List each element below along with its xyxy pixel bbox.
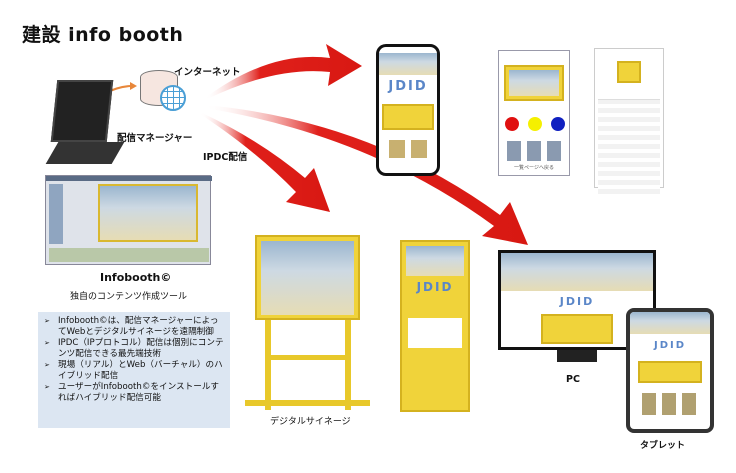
signage-label: デジタルサイネージ bbox=[270, 417, 351, 427]
back-to-list-link[interactable]: 一覧ページへ戻る bbox=[514, 165, 554, 171]
tablet-label: タブレット bbox=[640, 441, 686, 451]
phone-brand: JDID bbox=[388, 79, 428, 94]
feature-item: 現場（リアル）とWeb（バーチャル）のハイブリッド配信 bbox=[44, 360, 224, 382]
internet-label: インターネット bbox=[174, 67, 241, 78]
infobooth-tool-screenshot bbox=[45, 175, 212, 265]
tool-description: 独自のコンテンツ作成ツール bbox=[70, 292, 188, 302]
spec-sheet-preview bbox=[594, 48, 664, 194]
tablet: JDID bbox=[626, 308, 714, 433]
pc-brand: JDID bbox=[559, 295, 595, 308]
feature-item: ユーザーがInfobooth©をインストールすればハイブリッド配信可能 bbox=[44, 382, 224, 404]
globe-icon bbox=[160, 85, 186, 111]
tall-signage: JDID bbox=[400, 240, 470, 412]
tool-name: Infobooth© bbox=[100, 271, 172, 284]
ipdc-label: IPDC配信 bbox=[203, 152, 248, 163]
pc-label: PC bbox=[566, 374, 580, 385]
page-title: 建設 info booth bbox=[22, 24, 184, 46]
smartphone: JDID bbox=[376, 44, 440, 176]
feature-list: Infobooth©は、配信マネージャーによってWebとデジタルサイネージを遠隔… bbox=[38, 312, 230, 428]
feature-item: Infobooth©は、配信マネージャーによってWebとデジタルサイネージを遠隔… bbox=[44, 316, 224, 338]
arrow-to-signage bbox=[200, 112, 330, 212]
signage-brand: JDID bbox=[416, 280, 454, 294]
laptop-icon bbox=[42, 80, 125, 168]
delivery-manager-label: 配信マネージャー bbox=[117, 133, 193, 144]
digital-signage-stand bbox=[245, 235, 370, 415]
arrow-to-pc bbox=[205, 105, 528, 245]
arrow-to-phone bbox=[205, 44, 362, 100]
tablet-brand: JDID bbox=[653, 340, 687, 351]
feature-item: IPDC（IPプロトコル）配信は個別にコンテンツ配信できる最先端技術 bbox=[44, 338, 224, 360]
mobile-page-preview: 一覧ページへ戻る bbox=[498, 50, 570, 176]
